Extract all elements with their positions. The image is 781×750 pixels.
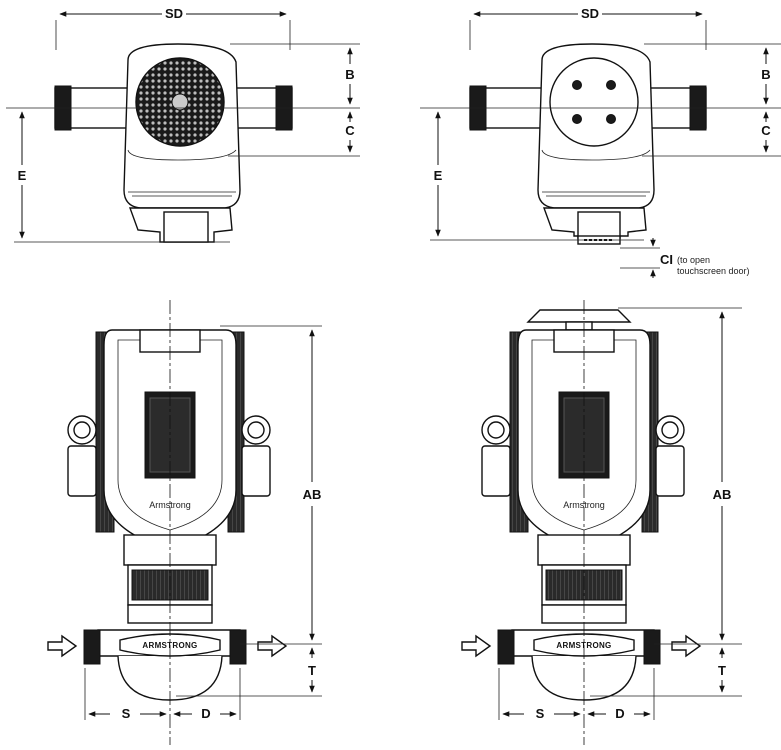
dim-sd-label: SD — [165, 6, 183, 21]
dim-c-label: C — [345, 123, 355, 138]
flow-in-arrow-icon-2 — [461, 634, 492, 658]
dim-ab-label-2: AB — [713, 487, 732, 502]
dim-ab-label: AB — [303, 487, 322, 502]
top-view-right: SD B C E CI (to open touchscreen door) — [420, 6, 781, 278]
ci-note-line1: (to open — [677, 255, 710, 265]
logo-text: Armstrong — [149, 500, 191, 510]
flow-in-arrow-icon — [47, 634, 78, 658]
dim-e-label-2: E — [434, 168, 443, 183]
dim-t-label-2: T — [718, 663, 726, 678]
motor-top-cap-icon — [526, 309, 632, 323]
dim-d-label-2: D — [615, 706, 624, 721]
front-view-left: Armstrong ARMSTRONG AB T S — [47, 300, 322, 745]
ci-note-line2: touchscreen door) — [677, 266, 750, 276]
front-view-right: Armstrong ARMSTRONG AB T S D — [461, 300, 742, 745]
motor-cap-icon — [549, 57, 639, 147]
dim-d-label: D — [201, 706, 210, 721]
dim-c-label-2: C — [761, 123, 771, 138]
logo-text-2: Armstrong — [563, 500, 605, 510]
dim-sd-label-2: SD — [581, 6, 599, 21]
dim-b-label: B — [345, 67, 354, 82]
dim-b-label-2: B — [761, 67, 770, 82]
dim-e-label: E — [18, 168, 27, 183]
flow-out-arrow-icon — [257, 634, 288, 658]
dim-s-label: S — [122, 706, 131, 721]
dim-t-label: T — [308, 663, 316, 678]
dim-ci-label: CI — [660, 252, 673, 267]
top-view-left: SD B C E — [6, 6, 360, 243]
flow-out-arrow-icon-2 — [671, 634, 702, 658]
dim-s-label-2: S — [536, 706, 545, 721]
